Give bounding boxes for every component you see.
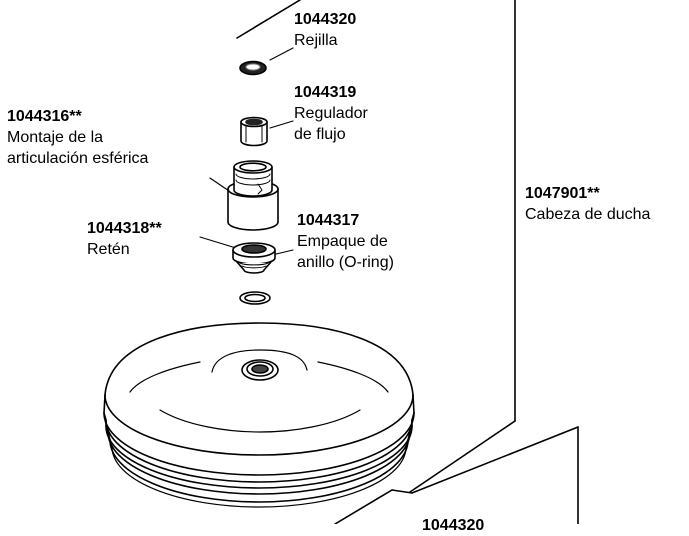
- part-number: 1044319: [294, 84, 357, 101]
- label-1044317: 1044317 Empaque de anillo (O-ring): [297, 210, 394, 273]
- flow-regulator-part: [240, 116, 268, 147]
- retainer-part: [232, 242, 276, 274]
- ball-joint-part: [227, 160, 279, 231]
- shower-head-part: [103, 322, 415, 508]
- label-1044316: 1044316** Montaje de la articulación esf…: [7, 106, 148, 169]
- label-cutoff-part-number: 1044320: [422, 517, 485, 534]
- part-name: Empaque de: [297, 233, 388, 250]
- o-ring-part: [239, 291, 271, 305]
- part-number: 1044318**: [87, 220, 162, 237]
- label-1044320: 1044320 Rejilla: [294, 9, 356, 51]
- part-name: articulación esférica: [7, 150, 149, 167]
- part-name: Regulador: [294, 105, 368, 122]
- part-name: Cabeza de ducha: [525, 206, 651, 223]
- background-panel-lines: [236, 0, 579, 524]
- part-name: Montaje de la: [7, 129, 104, 146]
- label-1047901: 1047901** Cabeza de ducha: [525, 183, 650, 225]
- exploded-parts-diagram: [103, 0, 579, 524]
- part-name: Rejilla: [294, 32, 338, 49]
- part-name: de flujo: [294, 126, 346, 143]
- label-1044319: 1044319 Regulador de flujo: [294, 82, 368, 145]
- part-number: 1044320: [294, 11, 357, 28]
- screen-part: [239, 60, 267, 76]
- label-1044318: 1044318** Retén: [87, 218, 162, 260]
- part-number: 1044317: [297, 212, 360, 229]
- part-number: 1047901**: [525, 185, 600, 202]
- part-number: 1044316**: [7, 108, 82, 125]
- part-name: anillo (O-ring): [297, 254, 394, 271]
- part-name: Retén: [87, 241, 130, 258]
